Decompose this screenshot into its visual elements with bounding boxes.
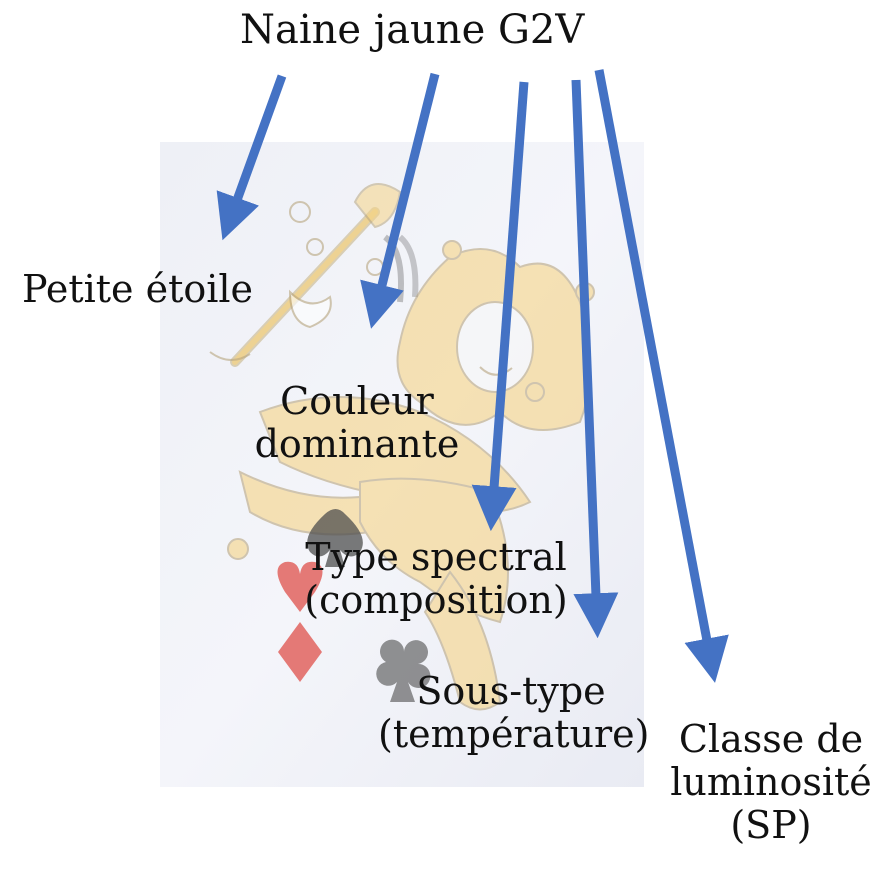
label-couleur-line1: Couleur [246,380,468,423]
label-type-spectral: Type spectral (composition) [287,536,585,622]
label-spectral-line1: Type spectral [287,536,585,579]
arrow-to-type-spectral [492,82,524,515]
label-sous-type: Sous-type (température) [378,670,644,756]
label-classe-luminosite: Classe de luminosité (SP) [660,718,882,847]
arrow-to-petite-etoile [228,76,282,225]
label-spectral-line2: (composition) [287,579,585,622]
arrow-to-classe-luminosite [599,70,712,667]
label-couleur-line2: dominante [246,423,468,466]
label-couleur-dominante: Couleur dominante [246,380,468,466]
label-soustype-line2: (température) [378,713,644,756]
label-soustype-line1: Sous-type [378,670,644,713]
label-classe-line2: luminosité [660,761,882,804]
diagram-title: Naine jaune G2V [240,8,584,53]
label-classe-line3: (SP) [660,804,882,847]
arrow-to-couleur-dominante [375,74,435,313]
label-classe-line1: Classe de [660,718,882,761]
label-petite-etoile: Petite étoile [22,268,253,311]
